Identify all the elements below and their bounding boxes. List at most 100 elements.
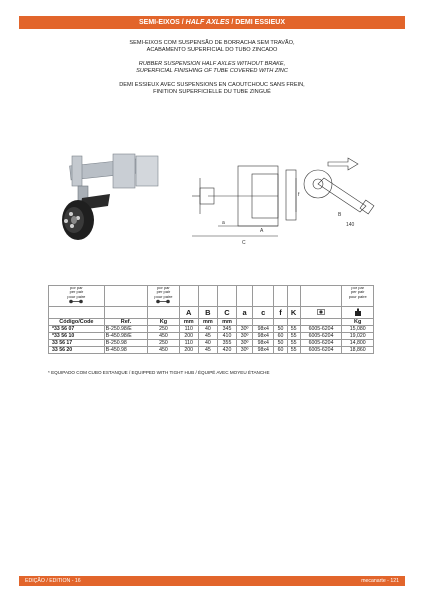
cell-a: 30º: [236, 346, 254, 354]
blank-unit-c: [252, 318, 275, 326]
description-fr-line2: FINITION SUPERFICIELLE DU TUBE ZINGUÉ: [153, 89, 271, 95]
icon-per-pair-code: por par per pair pour paire: [48, 285, 105, 307]
cell-ref: B-450.98: [103, 346, 149, 354]
cell-weight: 18,860: [341, 346, 374, 354]
blank-hdr-c: [252, 285, 275, 307]
spec-table: por par per pair pour paire por par per …: [48, 285, 374, 354]
bearing-icon: [317, 309, 325, 315]
blank-unit-f: [273, 318, 288, 326]
header-mm-A: mm: [178, 318, 199, 326]
cell-a: 30º: [236, 339, 254, 347]
cell-B: 40: [197, 339, 218, 347]
cell-bearing: 6005-6204: [299, 346, 343, 354]
header-load-kg: Kg: [147, 318, 180, 326]
bearing-icon-cell: [299, 306, 343, 319]
dim-label-b: B: [338, 212, 342, 218]
half-axle-photo: [62, 153, 159, 240]
blank-unit-bearing: [299, 318, 343, 326]
title-part-pt: SEMI-EIXOS /: [138, 19, 184, 26]
col-f: f: [273, 306, 288, 319]
cell-a: 30º: [236, 332, 254, 340]
icon-per-pair-weight: por par per pair pour paire: [341, 285, 374, 307]
title-part-en: HALF AXLES: [185, 19, 230, 26]
axle-icon: [69, 299, 84, 304]
blank-ref: [103, 306, 149, 319]
cell-c: 98x4: [252, 339, 275, 347]
cell-weight: 19,020: [341, 332, 374, 340]
section-title-bar: SEMI-EIXOS / HALF AXLES / DEMI ESSIEUX: [19, 16, 405, 29]
cell-code: 33 56 20: [48, 346, 105, 354]
footer-edition: EDIÇÃO / EDITION - 16: [25, 578, 81, 584]
cell-weight: 15,080: [341, 325, 374, 333]
cell-kg: 450: [147, 346, 180, 354]
per-pair-label-1: por par per pair pour paire: [67, 285, 86, 299]
cell-K: 55: [286, 346, 301, 354]
cell-ref: B-450.98/E: [103, 332, 149, 340]
cell-K: 55: [286, 325, 301, 333]
cell-f: 50: [273, 339, 288, 347]
blank-hdr-a: [236, 285, 254, 307]
cell-A: 200: [178, 346, 199, 354]
cell-C: 420: [216, 346, 238, 354]
dim-label-f: f: [298, 192, 300, 198]
cell-f: 50: [273, 325, 288, 333]
header-code: Código/Code: [48, 318, 105, 326]
header-ref: Ref.: [103, 318, 149, 326]
cell-bearing: 6005-6204: [299, 332, 343, 340]
cell-code: 33 56 17: [48, 339, 105, 347]
cell-C: 355: [216, 339, 238, 347]
header-mm-B: mm: [197, 318, 218, 326]
weight-icon-cell: [341, 306, 374, 319]
blank-hdr-B: [197, 285, 218, 307]
footer-bar: EDIÇÃO / EDITION - 16 mecanarte - 121: [19, 576, 405, 586]
footnote: * EQUIPADO COM CUBO ESTANQUE / EQUIPPED …: [48, 370, 270, 375]
dim-label-140: 140: [346, 222, 355, 228]
cell-a: 30º: [236, 325, 254, 333]
technical-drawing: a A C f B 140: [192, 157, 375, 246]
cell-c: 98x4: [252, 325, 275, 333]
cell-code: *33 56 10: [48, 332, 105, 340]
description-fr: DEMI ESSIEUX AVEC SUSPENSIONS EN CAOUTCH…: [60, 82, 364, 96]
table-row: 33 56 20 B-450.98 450 200 45 420 30º 98x…: [48, 346, 374, 354]
blank-unit-a: [236, 318, 254, 326]
col-a: a: [236, 306, 254, 319]
dim-label-c: C: [242, 240, 246, 246]
cell-K: 55: [286, 332, 301, 340]
table-row: *33 56 07 B-250.98/E 250 110 40 345 30º …: [48, 325, 374, 333]
cell-B: 40: [197, 325, 218, 333]
cell-code: *33 56 07: [48, 325, 105, 333]
cell-c: 98x4: [252, 332, 275, 340]
load-icon: [156, 299, 171, 304]
cell-B: 45: [197, 346, 218, 354]
blank-unit-K: [286, 318, 301, 326]
cell-ref: B-250.98/E: [103, 325, 149, 333]
cell-C: 345: [216, 325, 238, 333]
cell-A: 200: [178, 332, 199, 340]
blank-hdr-C: [216, 285, 238, 307]
dim-label-a2: A: [260, 228, 264, 234]
cell-kg: 250: [147, 325, 180, 333]
weight-icon: [354, 308, 361, 316]
cell-ref: B-250.98: [103, 339, 149, 347]
empty-ref-header: [103, 285, 149, 307]
cell-c: 98x4: [252, 346, 275, 354]
blank-hdr-bearing: [299, 285, 343, 307]
description-en-line2: SUPERFICIAL FINISHING OF TUBE COVERED WI…: [136, 68, 288, 74]
cell-f: 60: [273, 346, 288, 354]
per-pair-label-2: por par per pair pour paire: [154, 285, 173, 299]
cell-A: 110: [178, 339, 199, 347]
cell-weight: 14,800: [341, 339, 374, 347]
header-weight-kg: Kg: [341, 318, 374, 326]
icon-per-pair-load: por par per pair pour paire: [147, 285, 180, 307]
description-en: RUBBER SUSPENSION HALF AXLES WITHOUT BRA…: [60, 61, 364, 75]
table-row: *33 56 10 B-450.98/E 450 200 45 410 30º …: [48, 332, 374, 340]
header-mm-C: mm: [216, 318, 238, 326]
cell-kg: 450: [147, 332, 180, 340]
col-B: B: [197, 306, 218, 319]
per-pair-label-3: por par per pair pour paire: [348, 285, 367, 299]
blank-kg: [147, 306, 180, 319]
cell-bearing: 6005-6204: [299, 339, 343, 347]
cell-bearing: 6005-6204: [299, 325, 343, 333]
cell-B: 45: [197, 332, 218, 340]
description-fr-line1: DEMI ESSIEUX AVEC SUSPENSIONS EN CAOUTCH…: [119, 82, 305, 88]
